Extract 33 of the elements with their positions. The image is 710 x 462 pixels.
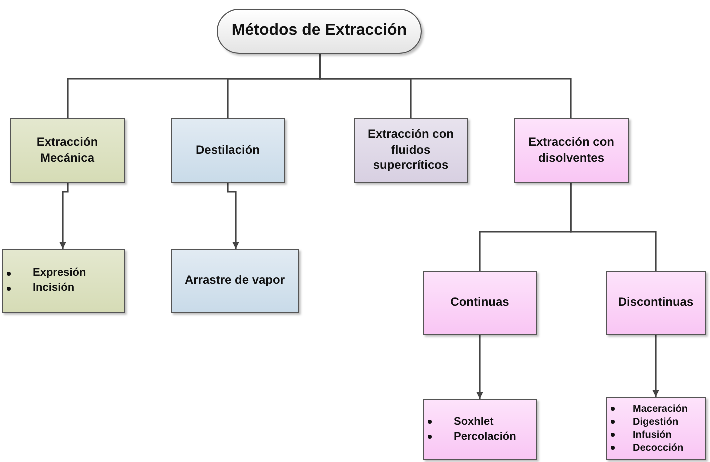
arrow: [652, 335, 660, 397]
list-item: Soxhlet: [454, 414, 494, 430]
node-label: Continuas: [450, 295, 510, 311]
node-label: Arrastre de vapor: [184, 273, 286, 289]
list-item: Digestión: [633, 416, 679, 428]
list-item: Expresión: [33, 266, 86, 281]
category-box: [354, 118, 468, 183]
category-box: [423, 399, 537, 460]
node-label: Destilación: [196, 142, 260, 158]
node-label: Extracción con disolventes: [527, 134, 616, 166]
list-item: Incisión: [33, 281, 75, 296]
title-pill: [217, 9, 422, 54]
category-box: [2, 249, 125, 313]
node-label: Métodos de Extracción: [232, 21, 408, 42]
node-label: Extracción con fluidos supercríticos: [366, 127, 456, 174]
list-item: Decocción: [633, 442, 684, 454]
category-box: [10, 118, 125, 183]
list-item: Percolación: [454, 430, 516, 444]
arrow: [59, 183, 69, 249]
node-label: Discontinuas: [618, 295, 694, 311]
category-box: [606, 271, 706, 335]
category-box: [514, 118, 629, 183]
category-box: [423, 271, 537, 335]
list-item: Infusión: [633, 428, 672, 442]
node-label: Extracción Mecánica: [36, 134, 100, 166]
category-box: [171, 118, 285, 183]
connector-line: [319, 54, 572, 118]
list-item: Maceración: [633, 402, 688, 416]
category-box: [171, 249, 299, 313]
arrow: [476, 335, 484, 399]
connector-line: [570, 183, 657, 271]
arrow: [227, 183, 240, 249]
category-box: [606, 397, 706, 460]
